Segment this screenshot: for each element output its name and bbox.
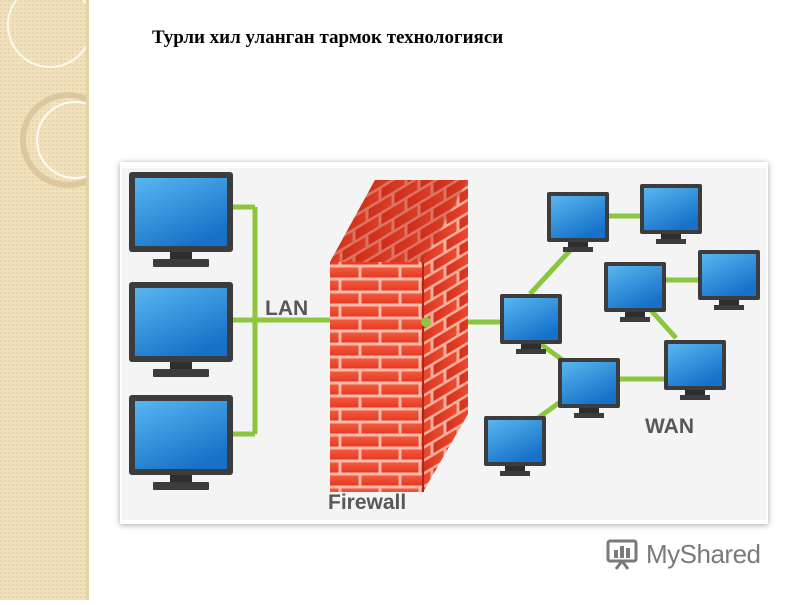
firewall-label: Firewall (328, 491, 406, 514)
lan-links (232, 204, 332, 437)
computer-icon (698, 250, 760, 310)
lan-computers (129, 172, 233, 490)
computer-icon (664, 340, 726, 400)
network-diagram: LAN WAN Firewall (120, 162, 768, 524)
wan-computers (484, 184, 760, 476)
computer-icon (129, 395, 233, 490)
computer-icon (558, 358, 620, 418)
strip-border (86, 0, 89, 600)
decorative-circles (7, 0, 116, 188)
network-diagram-canvas: LAN WAN Firewall (122, 168, 766, 520)
watermark-text: MyShared (646, 538, 761, 569)
computer-icon (484, 416, 546, 476)
myshared-watermark[interactable]: MyShared (606, 534, 761, 574)
computer-icon (129, 282, 233, 377)
firewall (330, 180, 468, 492)
wan-label: WAN (645, 415, 694, 438)
computer-icon (500, 294, 562, 354)
computer-icon (640, 184, 702, 244)
computer-icon (547, 192, 609, 252)
myshared-logo-icon (606, 539, 638, 570)
computer-icon (129, 172, 233, 267)
slide-title: Турли хил уланган тармок технологияси (152, 27, 504, 48)
computer-icon (604, 262, 666, 322)
lan-label: LAN (265, 297, 308, 320)
decorative-side-strip (0, 0, 116, 600)
